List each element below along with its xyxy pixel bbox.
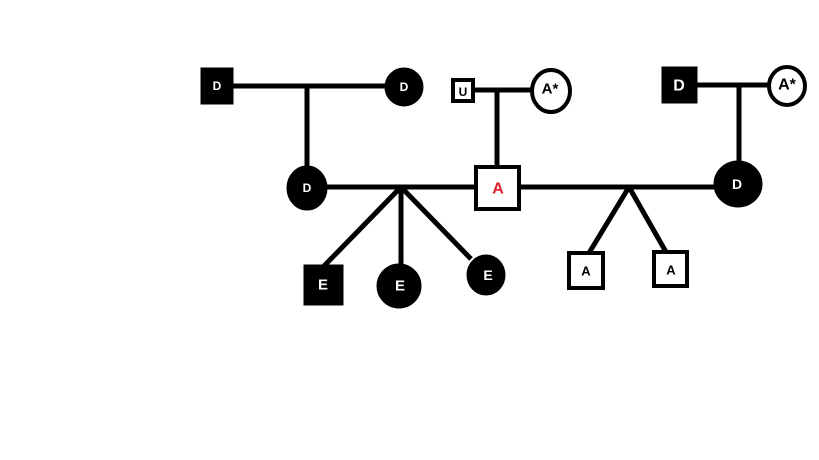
gp-left-female-circle xyxy=(384,67,424,107)
child-4-label: A xyxy=(581,264,591,279)
mother-right-label: D xyxy=(732,176,742,192)
sibship-line-child-3 xyxy=(399,185,473,261)
gp-right-female-label: A* xyxy=(778,77,797,94)
sibship-line-child-5 xyxy=(626,185,669,254)
gp-right-male-label: D xyxy=(673,78,685,95)
child-2-label: E xyxy=(395,278,405,295)
proband-label: A xyxy=(492,181,504,198)
sibship-line-child-1 xyxy=(321,185,403,269)
gp-mid-male-square xyxy=(451,78,475,103)
child-1-square xyxy=(303,264,344,306)
child-3-circle xyxy=(466,254,506,296)
gp-mid-female-label: A* xyxy=(542,81,559,98)
mother-left-circle xyxy=(286,165,328,211)
sibship-line-child-4 xyxy=(586,185,632,255)
child-5-label: A xyxy=(666,263,676,278)
gp-mid-female-circle xyxy=(530,68,572,114)
child-4-square xyxy=(567,251,605,290)
mother-left-label: D xyxy=(303,181,312,195)
gp-right-female-circle xyxy=(767,65,807,107)
child-5-square xyxy=(652,250,689,288)
child-1-label: E xyxy=(318,277,328,294)
gp-left-female-label: D xyxy=(400,80,409,94)
gp-left-male-square xyxy=(200,67,234,105)
gp-mid-male-label: U xyxy=(459,85,468,99)
gp-left-male-label: D xyxy=(213,79,222,93)
relationship-lines xyxy=(232,82,769,269)
gp-right-male-square xyxy=(661,66,698,104)
child-2-circle xyxy=(376,263,422,309)
mother-right-circle xyxy=(713,160,763,208)
child-3-label: E xyxy=(483,267,492,283)
proband-square xyxy=(474,165,521,211)
